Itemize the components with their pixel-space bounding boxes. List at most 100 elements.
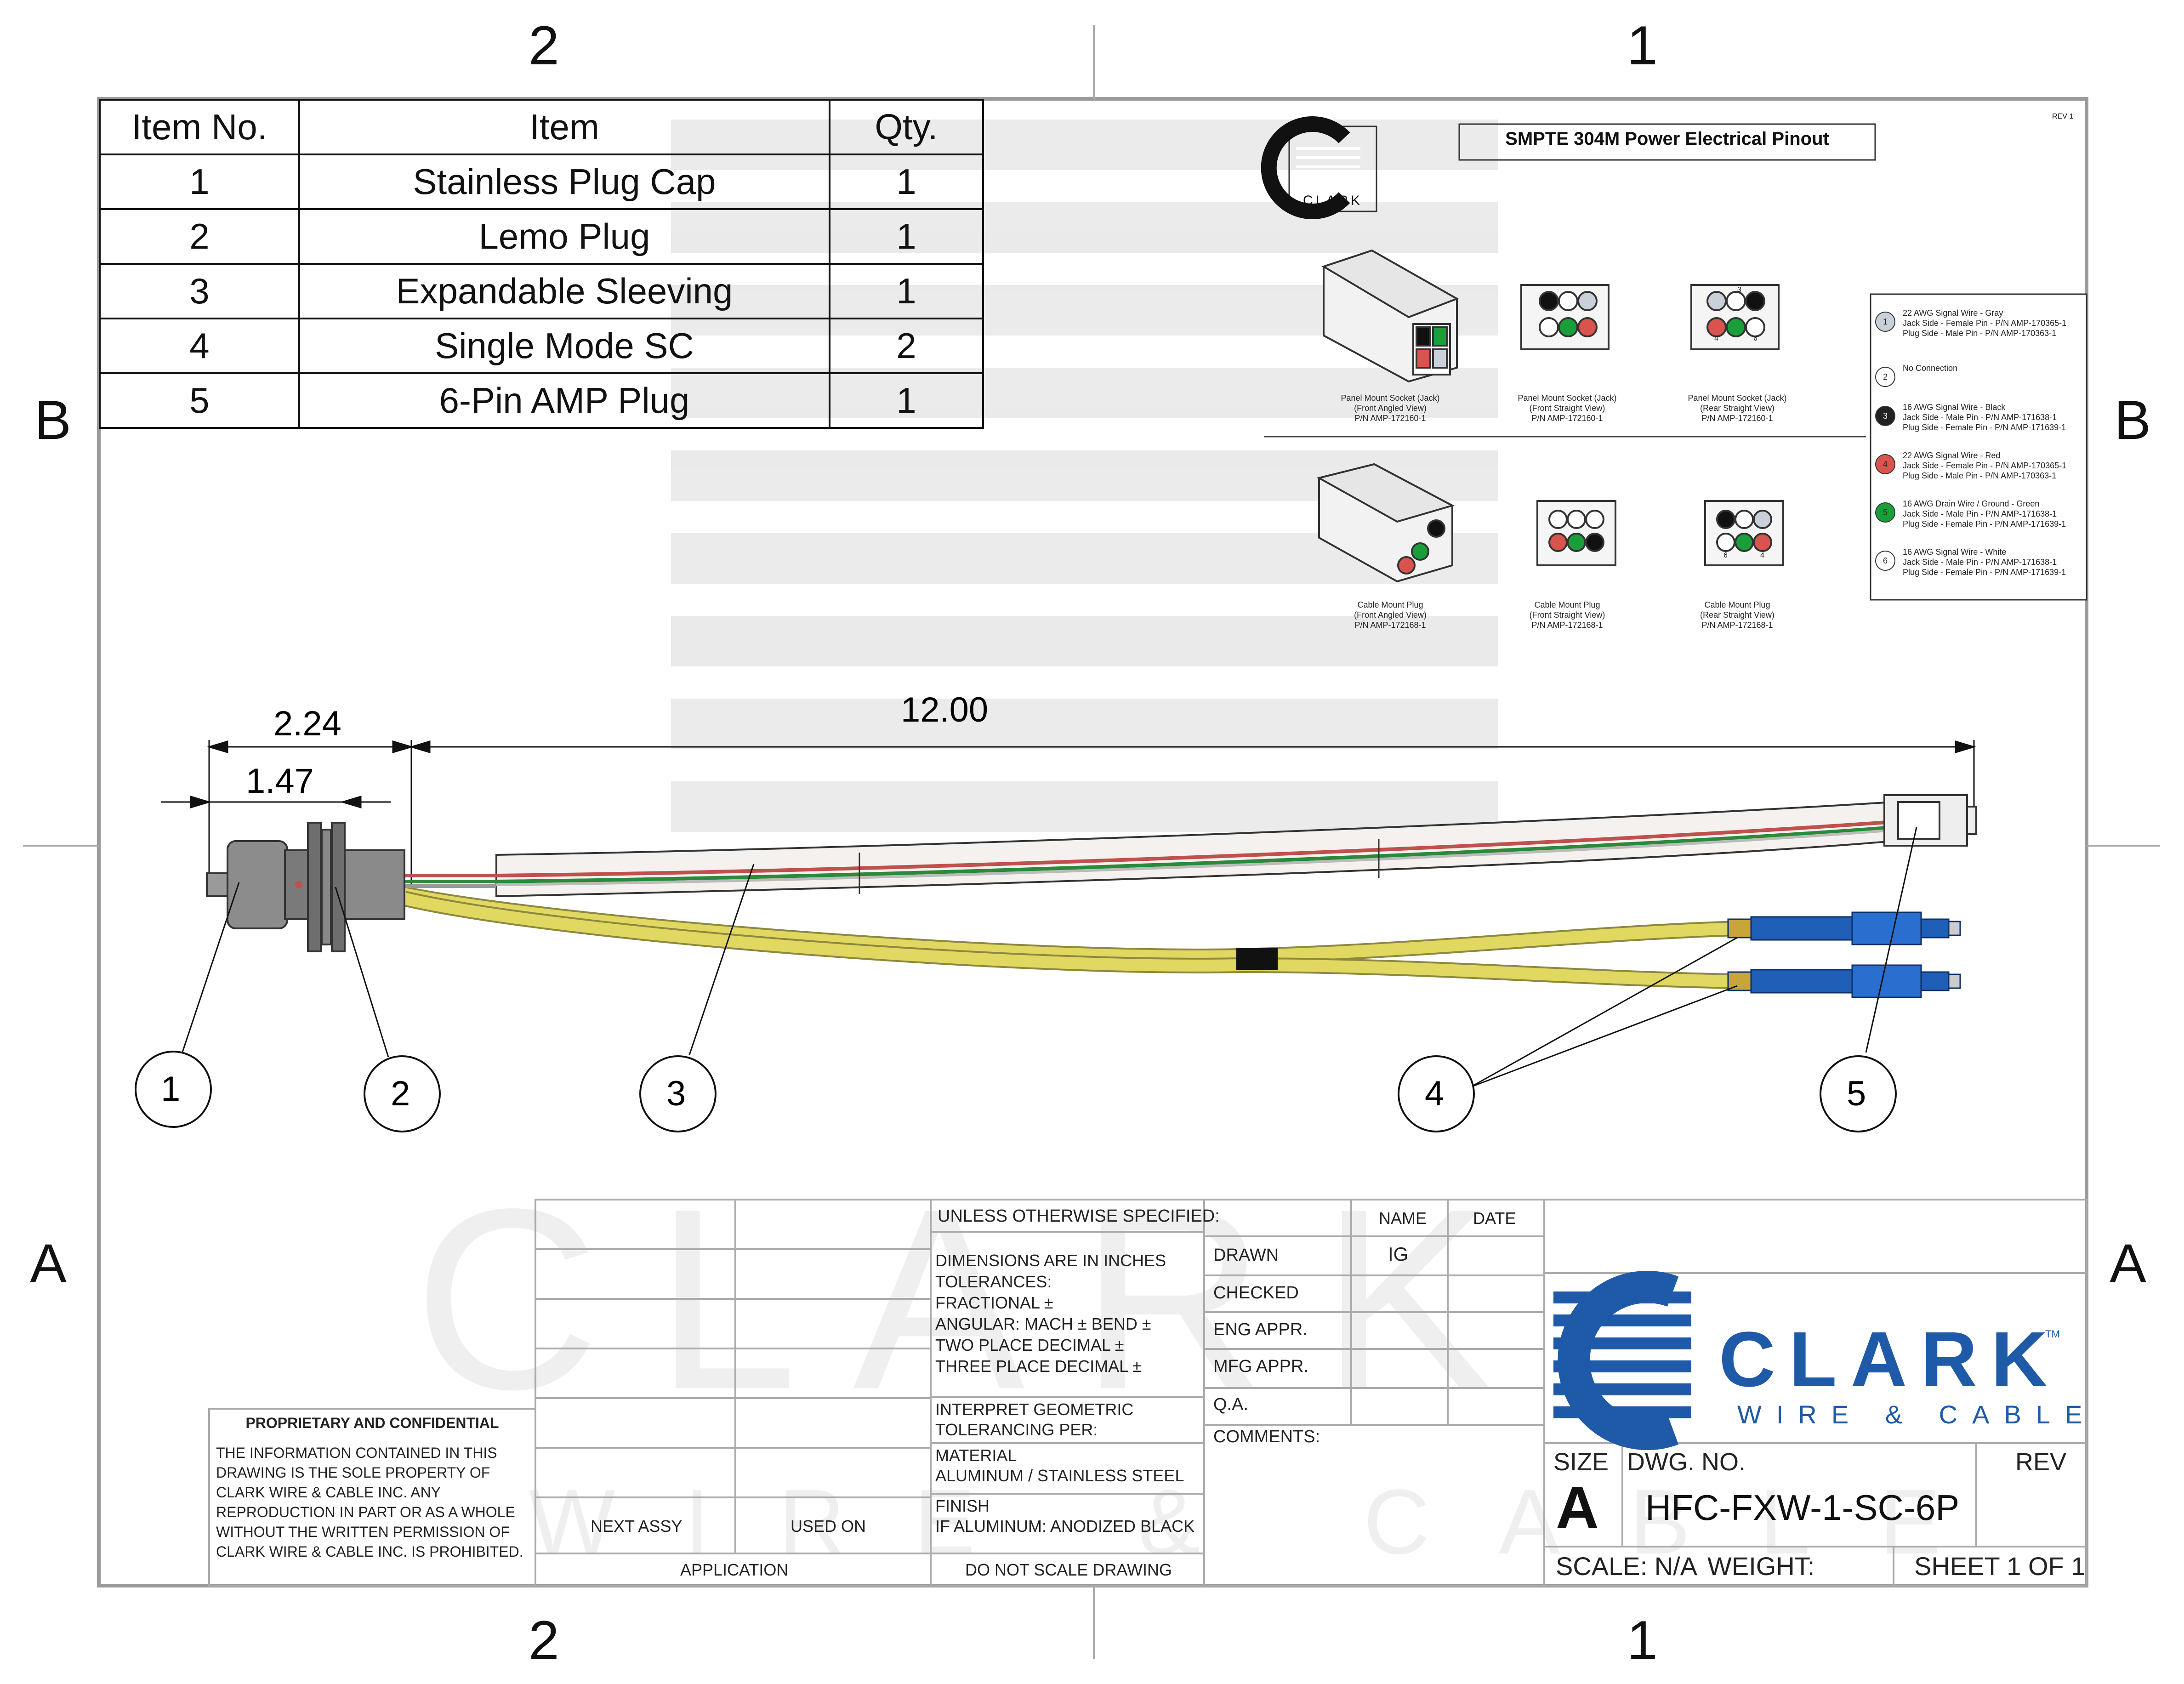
watermark-small: WIRE & CABLE <box>529 1471 2010 1573</box>
name-header: NAME <box>1379 1209 1427 1228</box>
brand-name: CLARK <box>1719 1316 2061 1403</box>
dim-1-47: 1.47 <box>246 762 314 801</box>
bom-cell: Lemo Plug <box>298 208 830 265</box>
checked-label: CHECKED <box>1213 1283 1299 1303</box>
bom-cell: 1 <box>829 208 984 265</box>
view-caption: Cable Mount Plug(Rear Straight View)P/N … <box>1700 600 1774 630</box>
zone-top-1: 1 <box>1627 15 1658 76</box>
view-caption: Cable Mount Plug(Front Straight View)P/N… <box>1529 600 1605 630</box>
clark-main-logo <box>1553 1271 1691 1450</box>
bom-cell: 2 <box>99 208 300 265</box>
proprietary-title: PROPRIETARY AND CONFIDENTIAL <box>245 1415 499 1431</box>
pin-dot-icon: 6 <box>1875 551 1895 571</box>
size-label: SIZE <box>1553 1448 1609 1476</box>
view-caption: Panel Mount Socket (Jack)(Front Angled V… <box>1341 393 1440 423</box>
date-header: DATE <box>1473 1209 1516 1228</box>
pin-label: 4 <box>1714 335 1718 342</box>
sc-connectors <box>1727 911 1961 998</box>
legend-line: Jack Side - Male Pin - P/N AMP-171638-1 <box>1903 509 2057 518</box>
clark-small-logo-text: CLARK <box>1302 193 1363 208</box>
mfg-appr-label: MFG APPR. <box>1213 1357 1308 1376</box>
legend-line: Jack Side - Female Pin - P/N AMP-170365-… <box>1903 461 2067 470</box>
lemo-plug-connector <box>206 822 405 952</box>
lead-wires <box>404 874 496 888</box>
balloon-4: 4 <box>1425 1074 1444 1113</box>
do-not-scale: DO NOT SCALE DRAWING <box>965 1560 1172 1579</box>
bom-cell: 1 <box>99 154 300 210</box>
legend-line: Plug Side - Female Pin - P/N AMP-171639-… <box>1903 568 2066 577</box>
dimension-lines <box>161 740 1977 887</box>
proprietary-notice: PROPRIETARY AND CONFIDENTIAL THE INFORMA… <box>216 1413 529 1562</box>
bom-cell: 4 <box>99 318 300 374</box>
bom-header-qty: Qty. <box>829 99 984 155</box>
jack-front-angled <box>1321 249 1459 383</box>
bom-header-item: Item <box>298 99 830 155</box>
pin-dot-icon: 3 <box>1875 406 1895 426</box>
zone-bottom-1: 1 <box>1627 1610 1658 1671</box>
drawn-label: DRAWN <box>1213 1246 1279 1265</box>
pin-dot-icon: 1 <box>1875 312 1895 332</box>
pin-legend-box <box>1870 293 2087 601</box>
legend-line: Jack Side - Male Pin - P/N AMP-171638-1 <box>1903 413 2057 422</box>
plug-rear-straight <box>1704 500 1784 566</box>
unless-specified: UNLESS OTHERWISE SPECIFIED: <box>938 1206 1220 1226</box>
plug-front-straight <box>1536 500 1616 566</box>
brand-tm: TM <box>2045 1328 2060 1340</box>
legend-line: Jack Side - Female Pin - P/N AMP-170365-… <box>1903 319 2067 328</box>
legend-line: Plug Side - Female Pin - P/N AMP-171639-… <box>1903 423 2066 432</box>
zone-right-a: A <box>2110 1233 2147 1294</box>
zone-ticks <box>23 25 2160 1659</box>
dim-12-00: 12.00 <box>901 690 988 729</box>
eng-appr-label: ENG APPR. <box>1213 1320 1308 1339</box>
pin-label: 6 <box>1753 335 1757 342</box>
pinout-title-box <box>1458 123 1876 161</box>
pin-dot-icon: 5 <box>1875 502 1895 523</box>
legend-line: 22 AWG Signal Wire - Red <box>1903 451 2001 460</box>
legend-line: 16 AWG Signal Wire - White <box>1903 547 2007 557</box>
view-caption: Cable Mount Plug(Front Angled View)P/N A… <box>1354 600 1427 630</box>
legend-line: Plug Side - Female Pin - P/N AMP-171639-… <box>1903 519 2066 529</box>
legend-line: Jack Side - Male Pin - P/N AMP-171638-1 <box>1903 558 2057 567</box>
dwg-number: HFC-FXW-1-SC-6P <box>1645 1487 1960 1528</box>
pinout-rev: REV 1 <box>2052 113 2074 120</box>
title-block-grid <box>208 1199 2087 1587</box>
comments-label: COMMENTS: <box>1213 1427 1320 1446</box>
legend-line: 22 AWG Signal Wire - Gray <box>1903 308 2003 318</box>
bom-cell: 3 <box>99 263 300 319</box>
dim-2-24: 2.24 <box>273 704 341 743</box>
jack-front-straight <box>1520 284 1610 350</box>
legend-line: Plug Side - Male Pin - P/N AMP-170363-1 <box>1903 329 2057 338</box>
bom-cell: 1 <box>829 263 984 319</box>
size-value: A <box>1556 1474 1599 1541</box>
dwg-no-label: DWG. NO. <box>1627 1448 1746 1476</box>
balloon-circles <box>135 1051 1897 1132</box>
next-assy-label: NEXT ASSY <box>591 1517 682 1536</box>
drawn-name: IG <box>1388 1243 1409 1265</box>
expandable-sleeving <box>495 801 1894 898</box>
pin-label: 4 <box>1760 552 1764 559</box>
zone-left-b: B <box>34 389 72 451</box>
qa-label: Q.A. <box>1213 1395 1249 1414</box>
zone-top-2: 2 <box>529 15 559 76</box>
bom-cell: 2 <box>829 318 984 374</box>
pin-label: 3 <box>1737 286 1741 294</box>
scale-label: SCALE: N/A <box>1556 1552 1698 1581</box>
balloon-2: 2 <box>391 1074 410 1113</box>
bom-header-row: Item No. Item Qty. <box>99 99 984 155</box>
bom-cell: Stainless Plug Cap <box>298 154 830 210</box>
bom-cell: 6-Pin AMP Plug <box>298 372 830 429</box>
pin-dot-icon: 4 <box>1875 454 1895 474</box>
pinout-title: SMPTE 304M Power Electrical Pinout <box>1505 129 1829 149</box>
used-on-label: USED ON <box>791 1517 866 1536</box>
bom-cell: Expandable Sleeving <box>298 263 830 319</box>
balloon-5: 5 <box>1847 1074 1866 1113</box>
view-caption: Panel Mount Socket (Jack)(Front Straight… <box>1518 393 1617 423</box>
bom-cell: 1 <box>829 372 984 429</box>
